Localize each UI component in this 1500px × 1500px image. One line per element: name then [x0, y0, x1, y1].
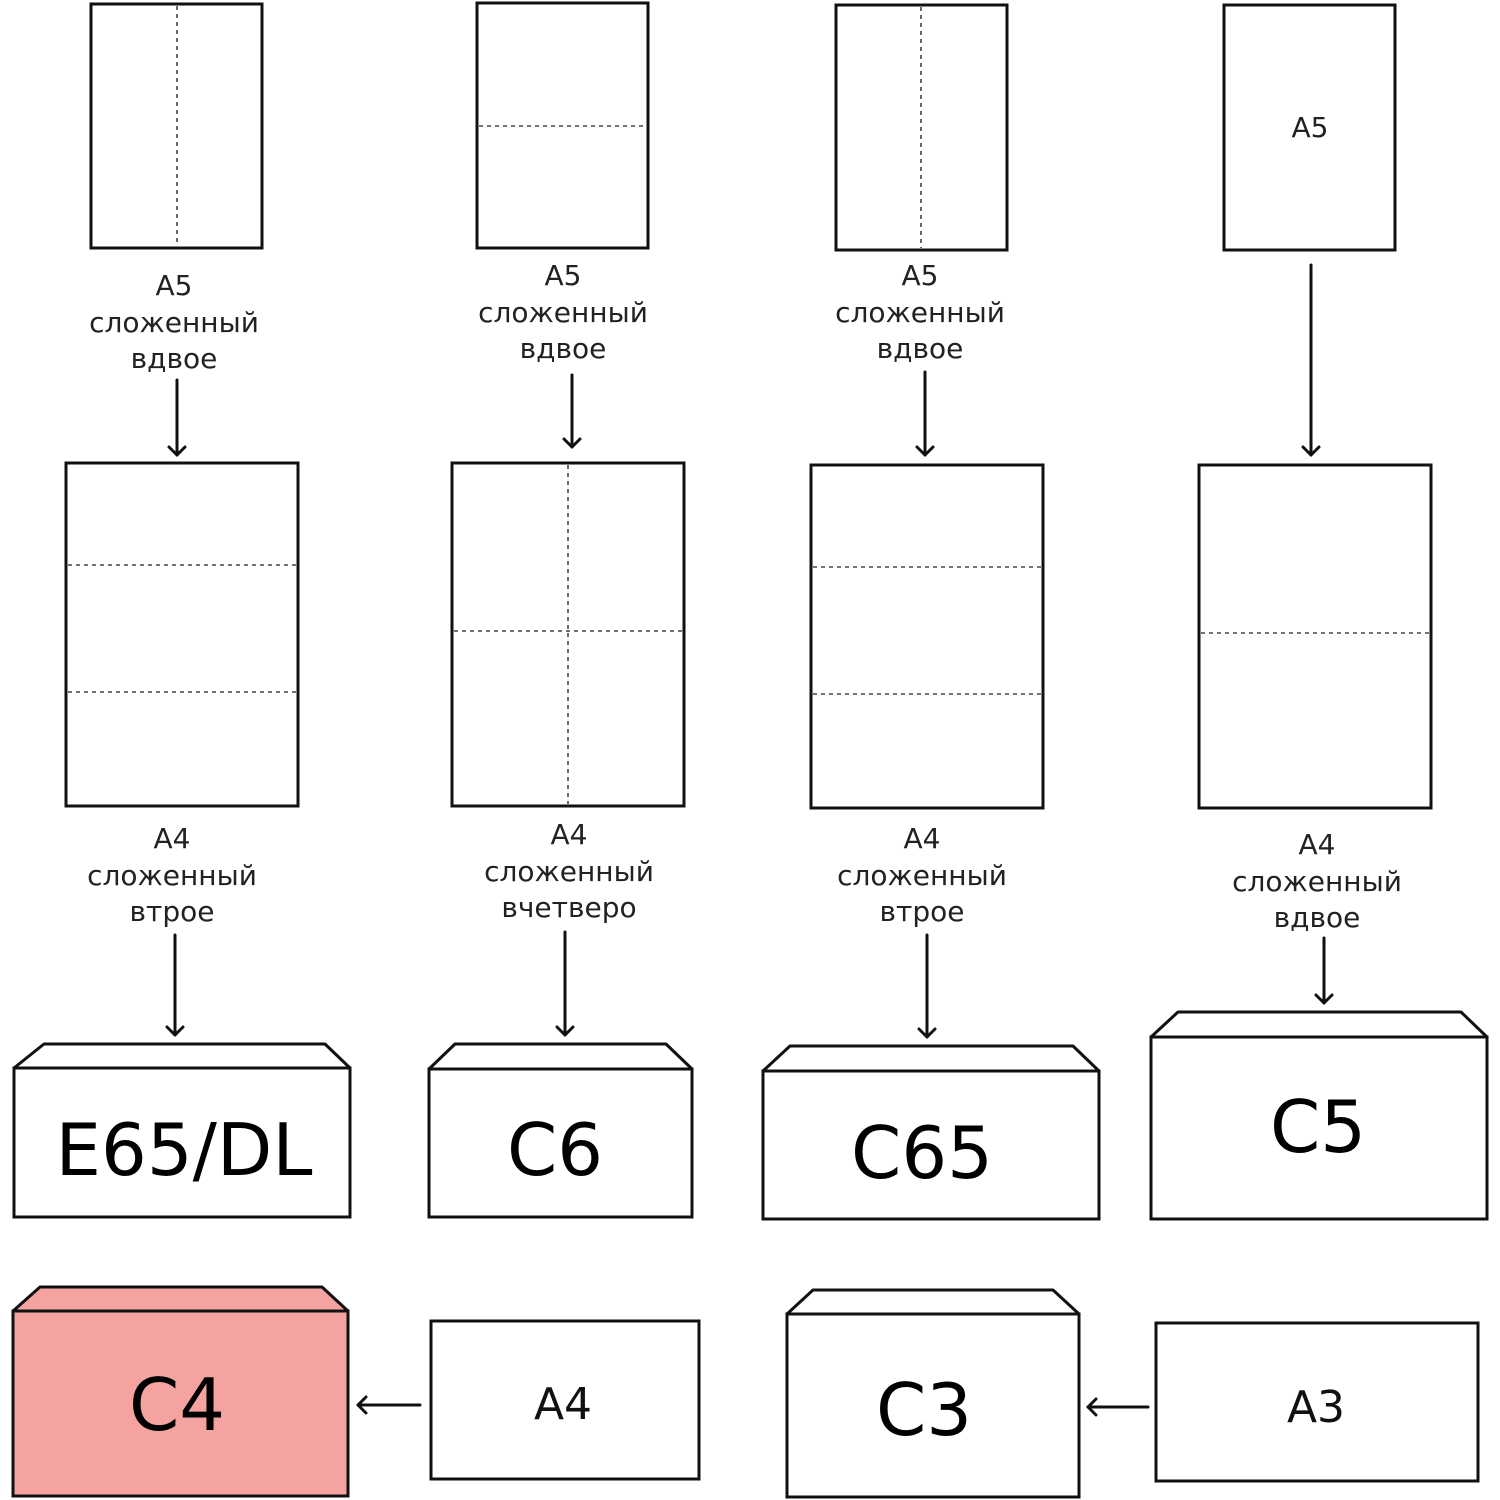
- envelope-flap: [427, 1042, 694, 1071]
- caption-line: вдвое: [520, 332, 607, 365]
- envelope-label: C65: [851, 1111, 993, 1195]
- a5-sheet-unfolded: [1222, 3, 1397, 252]
- caption-line: вчетверо: [501, 891, 636, 924]
- a3-sheet-flat: [1154, 1321, 1480, 1483]
- column-1: A5 сложенный вдвое A4 сложенный втрое E6…: [12, 2, 352, 1219]
- envelope-e65-dl: [12, 1066, 352, 1219]
- caption-line: сложенный: [835, 296, 1005, 329]
- caption-line: A5: [545, 259, 582, 292]
- envelope-flap: [1149, 1010, 1489, 1039]
- envelope-label: C5: [1270, 1085, 1366, 1169]
- a4-sheet-folded-in-three: [64, 461, 300, 808]
- caption-line: втрое: [880, 895, 965, 928]
- column-2: A5 сложенный вдвое A4 сложенный вчетверо…: [427, 1, 694, 1219]
- caption-line: A5: [902, 259, 939, 292]
- bottom-row-c3: C3 A3: [785, 1288, 1480, 1499]
- caption-line: A4: [1299, 828, 1336, 861]
- envelope-flap: [761, 1044, 1101, 1073]
- caption-line: вдвое: [877, 332, 964, 365]
- envelope-c6: [427, 1067, 694, 1219]
- caption-line: A4: [904, 822, 941, 855]
- caption-line: A5: [156, 269, 193, 302]
- caption-line: сложенный: [87, 859, 257, 892]
- envelope-label: C3: [876, 1368, 972, 1452]
- caption-line: вдвое: [131, 342, 218, 375]
- caption-line: вдвое: [1274, 901, 1361, 934]
- sheet-label: A3: [1287, 1382, 1345, 1433]
- envelope-c5: [1149, 1035, 1489, 1221]
- caption-line: втрое: [130, 895, 215, 928]
- envelope-flap: [11, 1285, 350, 1313]
- caption-line: A4: [154, 822, 191, 855]
- envelope-c4: [11, 1309, 350, 1498]
- envelope-c65: [761, 1069, 1101, 1221]
- a4-sheet-flat: [429, 1319, 701, 1481]
- a4-sheet-folded-in-three: [809, 463, 1045, 810]
- column-4: A5 A4 сложенный вдвое C5: [1149, 3, 1489, 1221]
- a4-sheet-folded-in-two: [1197, 463, 1433, 810]
- sheet-label: A4: [534, 1379, 592, 1430]
- caption-line: сложенный: [837, 859, 1007, 892]
- envelope-label: C4: [129, 1363, 225, 1447]
- envelope-c3: [785, 1312, 1081, 1499]
- caption-line: сложенный: [478, 296, 648, 329]
- bottom-row-c4: C4 A4: [11, 1285, 701, 1498]
- envelope-flap: [12, 1042, 352, 1070]
- caption-line: сложенный: [484, 855, 654, 888]
- envelope-label: C6: [507, 1108, 603, 1192]
- column-3: A5 сложенный вдвое A4 сложенный втрое C6…: [761, 3, 1101, 1221]
- envelope-flap: [785, 1288, 1081, 1316]
- caption-line: сложенный: [89, 306, 259, 339]
- sheet-label: A5: [1292, 111, 1329, 144]
- caption-line: сложенный: [1232, 865, 1402, 898]
- caption-line: A4: [551, 818, 588, 851]
- envelope-label: E65/DL: [56, 1108, 313, 1192]
